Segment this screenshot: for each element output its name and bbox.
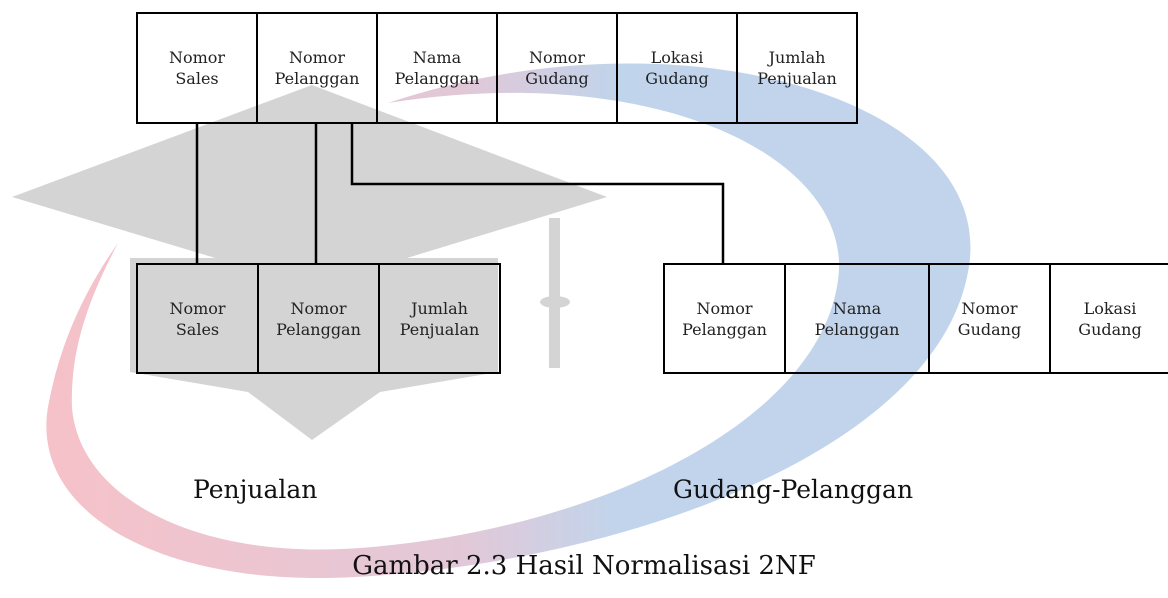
table-header-cell: Jumlah Penjualan — [378, 263, 501, 374]
table-header-cell: Nomor Pelanggan — [256, 12, 378, 124]
table-header-cell: Nomor Pelanggan — [663, 263, 786, 374]
tassel-knot-shape — [540, 296, 570, 308]
table-header-cell: Lokasi Gudang — [1049, 263, 1168, 374]
table-header-cell: Nomor Gudang — [928, 263, 1051, 374]
table-header-cell: Nama Pelanggan — [376, 12, 498, 124]
table-header-cell: Nomor Gudang — [496, 12, 618, 124]
gudang-pelanggan-table-label: Gudang-Pelanggan — [673, 475, 914, 504]
source-table: Nomor Sales Nomor Pelanggan Nama Pelangg… — [136, 12, 858, 124]
table-header-cell: Lokasi Gudang — [616, 12, 738, 124]
table-header-cell: Nomor Sales — [136, 263, 259, 374]
penjualan-table-label: Penjualan — [193, 475, 318, 504]
table-header-cell: Nama Pelanggan — [784, 263, 930, 374]
gudang-pelanggan-table: Nomor Pelanggan Nama Pelanggan Nomor Gud… — [663, 263, 1168, 374]
mortarboard-top-shape — [12, 85, 607, 287]
penjualan-table: Nomor Sales Nomor Pelanggan Jumlah Penju… — [136, 263, 501, 374]
connector-line — [350, 124, 725, 263]
table-header-cell: Nomor Pelanggan — [257, 263, 380, 374]
figure-caption: Gambar 2.3 Hasil Normalisasi 2NF — [352, 551, 816, 581]
tassel-cord-shape — [549, 218, 560, 368]
swoosh-shape — [46, 63, 971, 579]
mortarboard-base-shape — [130, 258, 498, 440]
table-header-cell: Nomor Sales — [136, 12, 258, 124]
table-header-cell: Jumlah Penjualan — [736, 12, 858, 124]
